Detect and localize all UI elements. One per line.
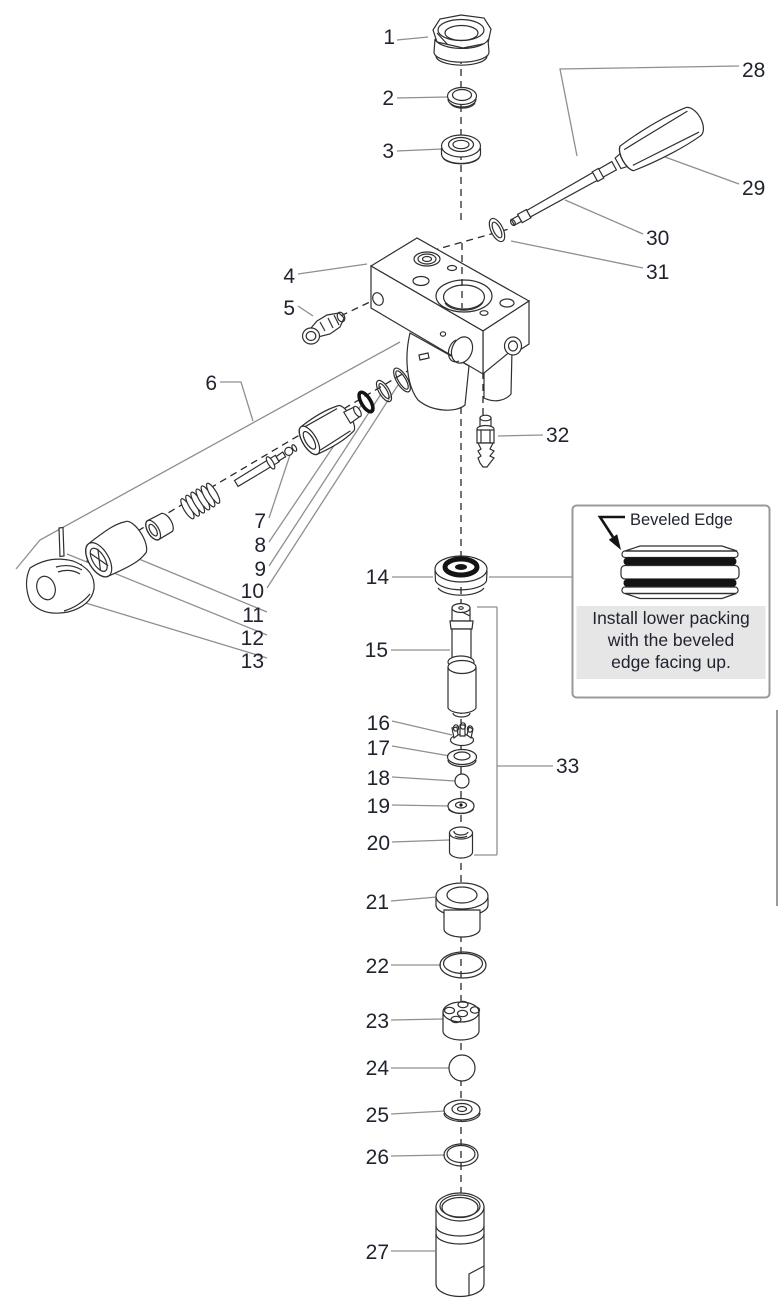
label-1: 1 <box>383 26 395 49</box>
beveled-edge-arrowhead <box>608 534 621 550</box>
part-4-pump-block <box>369 237 531 411</box>
part-24-ball-large <box>448 1054 476 1082</box>
label-20: 20 <box>367 832 390 855</box>
label-25: 25 <box>366 1104 389 1127</box>
part-15-piston-rod <box>447 602 477 718</box>
label-23: 23 <box>366 1010 389 1033</box>
label-21: 21 <box>366 891 389 914</box>
beveled-edge-arrow <box>597 515 625 538</box>
label-22: 22 <box>366 955 389 978</box>
label-4: 4 <box>283 265 295 288</box>
part-13-knob <box>25 558 95 614</box>
part-26-o-ring-lower <box>443 1143 479 1167</box>
label-6: 6 <box>205 372 217 395</box>
label-2: 2 <box>382 87 394 110</box>
instruction-line-1: Install lower packing <box>592 608 750 628</box>
label-19: 19 <box>367 795 390 818</box>
part-17-seal-washer <box>446 748 478 768</box>
part-10-o-ring-large <box>393 367 411 393</box>
part-18-ball-small <box>454 773 470 789</box>
fitting5-axis-dashed <box>329 299 375 322</box>
part-30-suction-tube <box>509 160 618 227</box>
label-5: 5 <box>283 297 295 320</box>
part-2-seal <box>446 86 478 109</box>
label-14: 14 <box>366 566 390 589</box>
instruction-line-2: with the beveled <box>607 630 734 650</box>
label-30: 30 <box>646 227 669 250</box>
part-20-spacer <box>448 826 474 859</box>
part-31-retaining-ring <box>488 217 506 243</box>
part-3-washer <box>440 134 482 165</box>
part-16-spring-retainer <box>449 722 475 747</box>
label-31: 31 <box>646 261 669 284</box>
label-8: 8 <box>254 534 266 557</box>
part-10b-seat <box>145 512 174 541</box>
label-27: 27 <box>366 1241 389 1264</box>
valve-body <box>298 404 362 456</box>
label-33: 33 <box>556 755 579 778</box>
part-22-o-ring <box>439 951 487 979</box>
label-17: 17 <box>367 737 390 760</box>
part-11-valve-housing <box>85 520 148 578</box>
part-29-handle <box>614 106 705 172</box>
part-19-washer <box>447 797 475 815</box>
label-26: 26 <box>366 1146 389 1169</box>
label-28: 28 <box>742 59 765 82</box>
instruction-line-3: edge facing up. <box>611 652 731 672</box>
label-10: 10 <box>241 580 264 603</box>
label-3: 3 <box>382 140 394 163</box>
label-15: 15 <box>365 639 388 662</box>
part-12-pin <box>58 526 65 558</box>
label-16: 16 <box>367 712 390 735</box>
valve-spring <box>180 482 221 520</box>
part-14-lower-packing <box>434 555 488 596</box>
beveled-edge-label: Beveled Edge <box>630 511 733 529</box>
label-13: 13 <box>241 650 264 673</box>
part-5-fitting <box>301 311 346 345</box>
part-25-seat-washer <box>443 1099 481 1123</box>
label-29: 29 <box>742 177 765 200</box>
part-8-o-ring <box>357 390 375 414</box>
label-18: 18 <box>367 767 390 790</box>
part-1-packing-nut <box>432 14 492 66</box>
part-number-labels: 1 2 3 4 5 6 7 8 9 10 11 12 13 14 15 16 1… <box>205 26 765 1264</box>
label-7: 7 <box>254 510 266 533</box>
part-7-valve-stem <box>233 444 298 488</box>
part-23-ball-cage <box>442 1000 481 1041</box>
label-9: 9 <box>254 558 266 581</box>
instruction-panel <box>576 606 766 679</box>
group-33-bracket <box>474 606 553 856</box>
part-27-inlet-housing <box>435 1192 485 1298</box>
part-9-retaining-ring <box>375 379 393 403</box>
packing-illustration <box>620 545 740 600</box>
label-11: 11 <box>242 604 264 627</box>
callout-box: Beveled Edge Install lower packing with … <box>571 504 771 699</box>
label-24: 24 <box>366 1057 390 1080</box>
label-32: 32 <box>546 424 569 447</box>
part-32-barb-fitting <box>476 414 495 468</box>
leader-lines <box>15 36 740 1252</box>
label-12: 12 <box>241 627 264 650</box>
part-21-bushing <box>435 882 489 938</box>
